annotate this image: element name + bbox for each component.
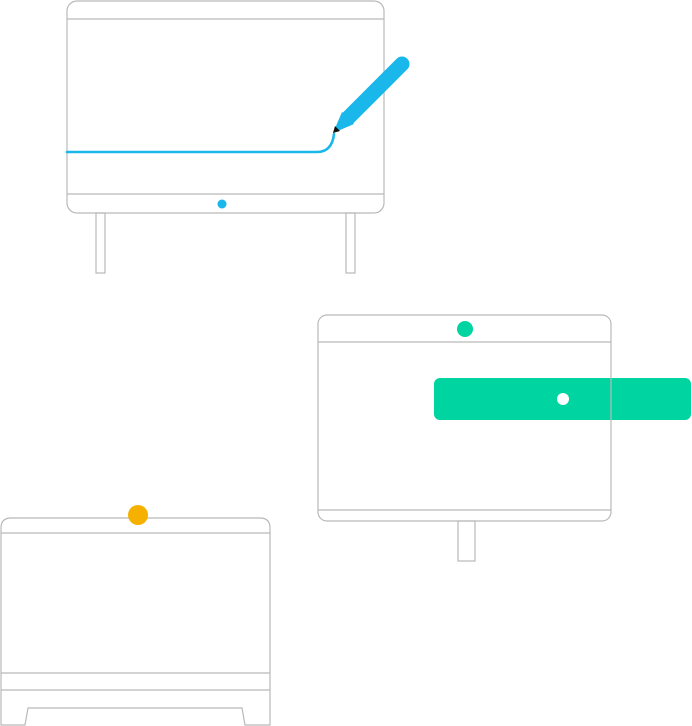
wall-display <box>317 314 691 562</box>
pen-body <box>340 56 410 126</box>
pen-nib <box>333 126 340 133</box>
wall-display-pole <box>457 520 476 562</box>
status-bar-dot <box>557 393 569 405</box>
wall-display-camera-dot <box>457 321 473 337</box>
whiteboard-frame <box>66 0 385 214</box>
whiteboard-leg-left <box>95 212 106 274</box>
floor-display-frame <box>0 517 271 726</box>
whiteboard-camera-dot <box>217 199 227 209</box>
floor-display-camera-dot <box>128 505 148 525</box>
whiteboard-leg-right <box>345 212 356 274</box>
pen-icon <box>333 56 410 133</box>
whiteboard-display <box>65 0 410 274</box>
pen-tip <box>333 112 354 133</box>
floor-display <box>0 505 271 726</box>
ink-stroke <box>65 132 336 154</box>
